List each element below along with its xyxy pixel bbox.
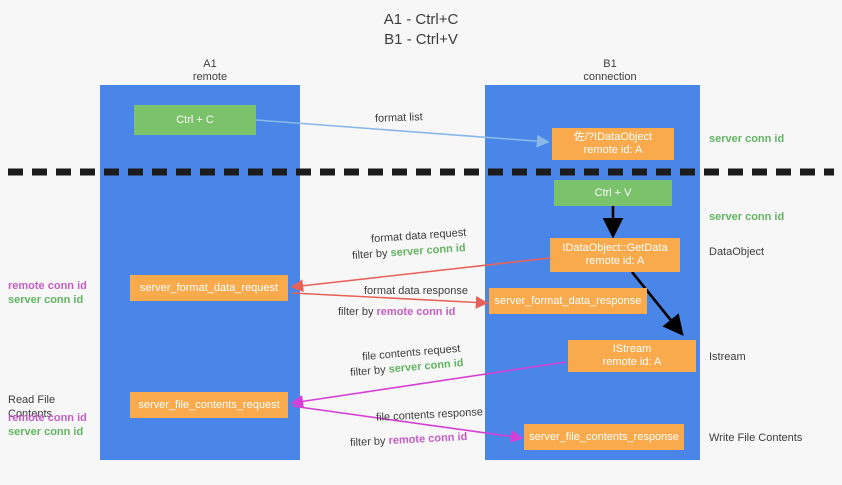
- box-server-format-data-response-label: server_format_data_response: [494, 294, 642, 307]
- right-label-server-conn-id-mid-text: server conn id: [709, 211, 785, 223]
- edge-label-format-list: format list: [375, 110, 423, 126]
- box-ctrl-v[interactable]: Ctrl + V: [554, 180, 672, 206]
- column-header-b1-sub: connection: [583, 71, 637, 83]
- box-idataobject-create-line2: remote id: A: [583, 144, 643, 156]
- right-label-istream-text: Istream: [709, 351, 746, 363]
- left-label-server-conn-id-2: server conn id: [8, 426, 84, 438]
- edge-label-file-contents-response: file contents response: [376, 405, 484, 425]
- box-server-file-contents-request[interactable]: server_file_contents_request: [130, 392, 288, 418]
- title-line-1: A1 - Ctrl+C: [383, 11, 459, 28]
- box-server-file-contents-request-label: server_file_contents_request: [138, 398, 280, 411]
- edge-label-format-data-request-filter-prefix: filter by: [351, 247, 391, 262]
- edge-label-file-contents-response-filter: filter by remote conn id: [350, 430, 468, 450]
- box-ctrl-v-label: Ctrl + V: [594, 186, 632, 199]
- right-label-write-file-contents-text: Write File Contents: [709, 432, 803, 444]
- right-label-server-conn-id-mid: server conn id: [709, 210, 784, 224]
- left-label-conn-ids-1: remote conn id server conn id: [8, 279, 98, 307]
- box-server-format-data-request-label: server_format_data_request: [139, 281, 279, 294]
- box-istream-line1: IStream: [612, 343, 652, 355]
- right-label-write-file-contents: Write File Contents: [709, 431, 802, 445]
- edge-label-format-data-request-filter-value: server conn id: [390, 242, 466, 260]
- left-label-conn-ids-2: remote conn id server conn id: [8, 411, 100, 439]
- box-idataobject-getdata-line2: remote id: A: [585, 255, 645, 267]
- edge-label-format-data-request-filter: filter by server conn id: [352, 241, 466, 263]
- box-idataobject-getdata-line1: IDataObject::GetData: [562, 242, 668, 254]
- left-label-read-file-contents-block: Read File Contents: [8, 393, 100, 421]
- left-label-remote-conn-id-1: remote conn id: [8, 280, 87, 292]
- column-header-b1-name: B1: [603, 58, 617, 70]
- edge-label-format-data-response-filter: filter by remote conn id: [338, 305, 455, 319]
- box-server-format-data-request[interactable]: server_format_data_request: [130, 275, 288, 301]
- edge-label-format-data-response-filter-prefix: filter by: [338, 306, 377, 318]
- box-server-file-contents-response[interactable]: server_file_contents_response: [524, 424, 684, 450]
- edge-label-file-contents-response-filter-prefix: filter by: [349, 435, 389, 450]
- box-ctrl-c[interactable]: Ctrl + C: [134, 105, 256, 135]
- box-ctrl-c-label: Ctrl + C: [176, 113, 214, 126]
- box-istream[interactable]: IStream remote id: A: [568, 340, 696, 372]
- right-label-istream: Istream: [709, 350, 746, 364]
- column-header-a1: A1 remote: [120, 58, 300, 84]
- left-label-remote-conn-id-2: remote conn id: [8, 412, 87, 424]
- edge-label-format-data-response-text: format data response: [364, 285, 468, 297]
- box-idataobject-create-line1: 佐/?IDataObject: [573, 131, 653, 143]
- right-label-data-object: DataObject: [709, 245, 764, 259]
- left-label-read-file-contents: Read File Contents: [8, 394, 56, 420]
- edge-label-format-data-response: format data response: [364, 284, 468, 298]
- edge-label-format-data-response-filter-value: remote conn id: [376, 306, 456, 318]
- box-idataobject-getdata[interactable]: IDataObject::GetData remote id: A: [550, 238, 680, 272]
- title-line-2: B1 - Ctrl+V: [384, 31, 458, 48]
- box-istream-line2: remote id: A: [602, 356, 662, 368]
- box-idataobject-create[interactable]: 佐/?IDataObject remote id: A: [552, 128, 674, 160]
- edge-label-file-contents-response-filter-value: remote conn id: [388, 430, 468, 448]
- edge-label-format-list-text: format list: [374, 111, 423, 125]
- box-server-format-data-response[interactable]: server_format_data_response: [489, 288, 647, 314]
- right-label-server-conn-id-top: server conn id: [709, 132, 784, 146]
- column-header-a1-name: A1: [203, 58, 217, 70]
- left-label-server-conn-id-1: server conn id: [8, 294, 84, 306]
- box-server-file-contents-response-label: server_file_contents_response: [529, 430, 679, 443]
- column-header-b1: B1 connection: [520, 58, 700, 84]
- page-title: A1 - Ctrl+C B1 - Ctrl+V: [0, 10, 842, 50]
- right-label-data-object-text: DataObject: [709, 246, 765, 258]
- column-header-a1-sub: remote: [192, 71, 228, 83]
- edge-label-file-contents-request-filter-prefix: filter by: [349, 363, 390, 379]
- right-label-server-conn-id-top-text: server conn id: [709, 133, 785, 145]
- edge-label-file-contents-response-text: file contents response: [375, 406, 484, 424]
